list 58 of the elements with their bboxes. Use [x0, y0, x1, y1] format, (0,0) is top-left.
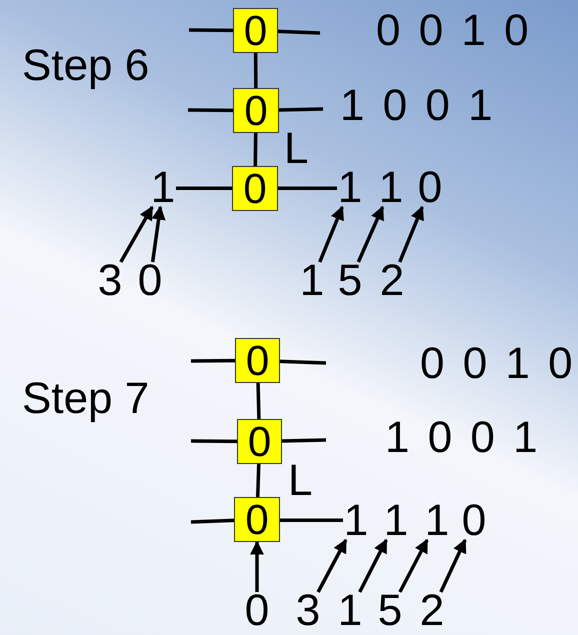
- register-box: 0: [233, 8, 278, 53]
- wire-line: [256, 382, 261, 420]
- wire-line: [190, 358, 236, 363]
- bit-row: 1 0 0 1: [385, 416, 538, 460]
- step-title: Step 7: [22, 377, 150, 421]
- register-box: 0: [232, 166, 278, 211]
- side-letter: L: [288, 459, 312, 503]
- bit-row: 1 0 0 1: [340, 84, 493, 128]
- digit-text: 3: [97, 262, 123, 300]
- wire-line: [190, 439, 238, 444]
- digit-text: 1: [383, 502, 409, 540]
- wire-line: [280, 360, 326, 365]
- digit-text: 5: [377, 592, 403, 630]
- wire-line: [278, 186, 337, 190]
- input-digit: 1: [150, 169, 176, 207]
- arrow: [356, 206, 384, 263]
- wire-line: [188, 108, 234, 112]
- register-box: 0: [235, 338, 280, 383]
- arrow: [318, 206, 344, 263]
- wire-line: [282, 438, 326, 443]
- wire-line: [254, 52, 258, 88]
- digit-text: 1: [343, 502, 369, 540]
- wire-line: [188, 28, 234, 32]
- step-title: Step 6: [22, 44, 150, 88]
- digit-text: 1: [337, 592, 363, 630]
- wire-line: [256, 464, 261, 498]
- arrow: [398, 206, 424, 263]
- arrow: [398, 538, 429, 593]
- wire-line: [278, 107, 324, 112]
- register-box: 0: [237, 419, 282, 464]
- digit-text: 1: [378, 169, 404, 207]
- digit-text: 0: [137, 262, 163, 300]
- arrow: [150, 206, 166, 262]
- arrow: [358, 538, 388, 593]
- register-box: 0: [234, 497, 280, 542]
- arrow: [250, 540, 264, 592]
- bit-row: 0 0 1 0: [420, 342, 573, 386]
- digit-text: 5: [337, 262, 363, 300]
- digit-text: 0: [244, 592, 270, 630]
- side-letter: L: [284, 127, 308, 171]
- digit-text: 1: [299, 262, 325, 300]
- wire-line: [176, 186, 232, 190]
- digit-text: 1: [424, 502, 450, 540]
- wire-line: [278, 30, 320, 35]
- arrow: [119, 206, 154, 263]
- digit-text: 0: [461, 502, 487, 540]
- wire-line: [190, 518, 234, 524]
- digit-text: 2: [419, 592, 445, 630]
- arrow: [316, 538, 348, 593]
- digit-text: 0: [417, 169, 443, 207]
- bit-row: 0 0 1 0: [376, 9, 529, 53]
- wire-line: [280, 518, 343, 522]
- digit-text: 2: [379, 262, 405, 300]
- wire-line: [254, 132, 258, 166]
- arrow: [439, 538, 467, 593]
- digit-text: 3: [295, 592, 321, 630]
- digit-text: 1: [337, 169, 363, 207]
- register-box: 0: [233, 88, 279, 133]
